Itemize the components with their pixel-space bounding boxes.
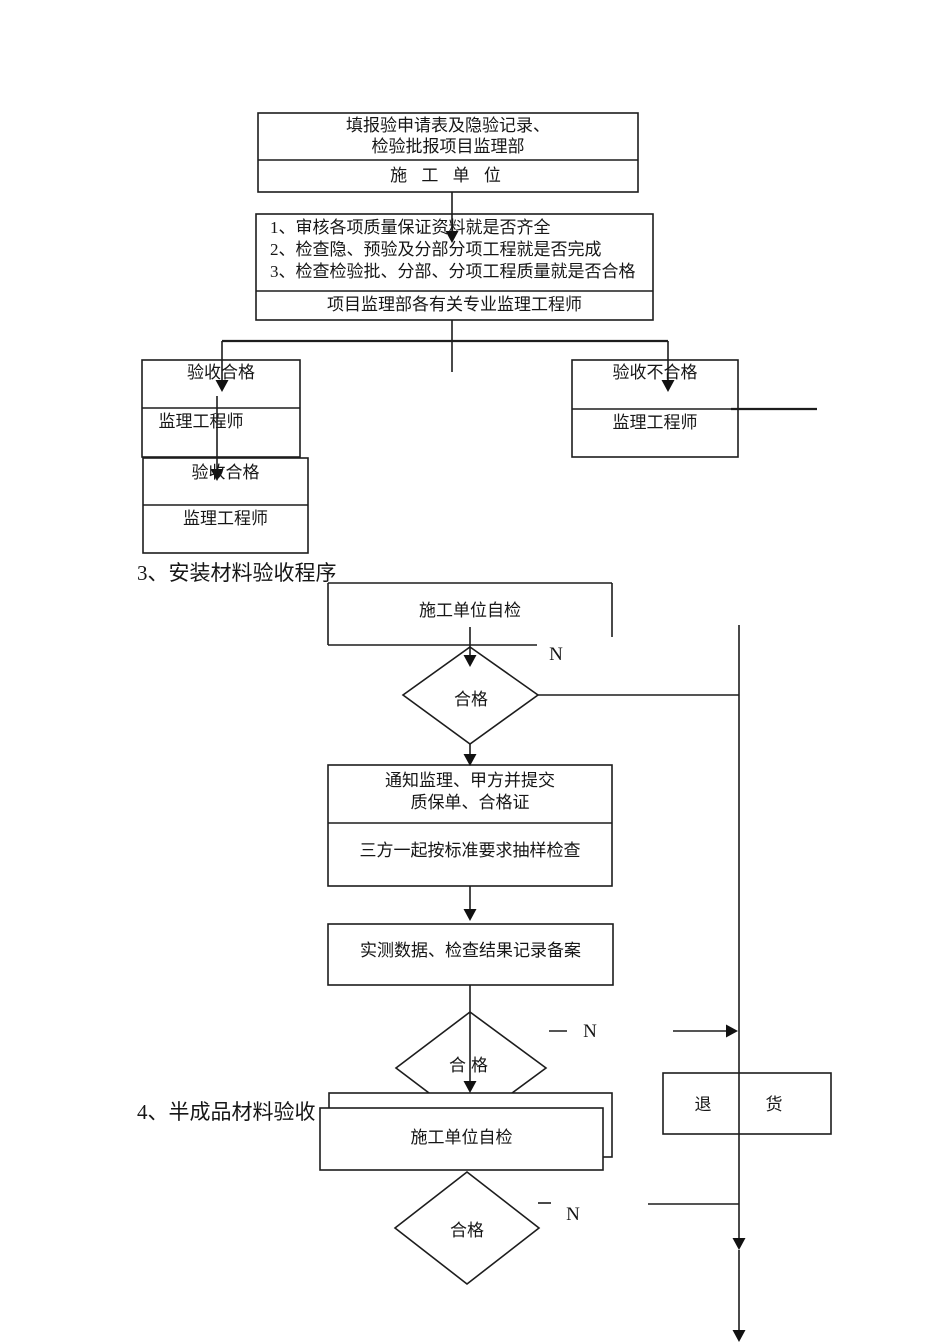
- box-pass-upper-title: 验收合格: [187, 363, 255, 383]
- diamond-pass-3-label: 合格: [450, 1221, 484, 1241]
- review-item-2: 2、检查隐、预验及分部分项工程就是否完成: [270, 240, 602, 260]
- heading-semifinished-materials: 4、半成品材料验收: [137, 1100, 316, 1124]
- rail-line: [732, 625, 746, 1342]
- box-fail-footer: 监理工程师: [612, 413, 698, 433]
- box-self-check-1: [327, 582, 613, 646]
- review-item-1: 1、审核各项质量保证资料就是否齐全: [270, 218, 551, 238]
- review-item-3: 3、检查检验批、分部、分项工程质量就是否合格: [270, 262, 636, 282]
- box-report-footer: 施 工 单 位: [390, 166, 506, 186]
- diamond-pass-1-label: 合格: [454, 690, 488, 710]
- box-pass-lower-footer: 监理工程师: [183, 509, 268, 529]
- arrow-report-to-review: [445, 192, 459, 243]
- arrow-to-pass-upper: [215, 341, 229, 392]
- box-report-line1: 填报验申请表及隐验记录、: [346, 116, 550, 136]
- box-record-label: 实测数据、检查结果记录备案: [360, 941, 581, 961]
- branch-no-label-2: N: [583, 1021, 597, 1043]
- arrow-selfcheck1-to-diamond: [463, 627, 477, 667]
- box-return-label-right: 货: [765, 1095, 783, 1115]
- box-self-check-2-label: 施工单位自检: [410, 1128, 513, 1148]
- arrow-record-to-selfcheck2: [463, 985, 477, 1093]
- branch-no-label-3: N: [566, 1204, 580, 1226]
- diamond-pass-3: [393, 1170, 541, 1286]
- review-footer: 项目监理部各有关专业监理工程师: [327, 295, 582, 315]
- heading-installation-materials: 3、安装材料验收程序: [137, 561, 337, 585]
- box-return-label-left: 退: [694, 1095, 712, 1115]
- box-self-check-2-front: [319, 1107, 604, 1171]
- diamond-pass-2-label: 合格: [449, 1056, 493, 1076]
- box-notify-line2: 质保单、合格证: [410, 793, 530, 813]
- arrow-diamond1-to-notify: [463, 744, 477, 766]
- box-report: [257, 112, 639, 193]
- box-notify-line1: 通知监理、甲方并提交: [385, 771, 555, 791]
- box-report-line2: 检验批报项目监理部: [371, 137, 525, 157]
- arrow-notify-to-record: [463, 886, 477, 921]
- box-fail-title: 验收不合格: [612, 363, 698, 383]
- box-pass-lower-title: 验收合格: [191, 463, 260, 483]
- arrow-to-fail: [661, 341, 675, 392]
- box-self-check-1-label: 施工单位自检: [419, 601, 521, 621]
- box-return: [662, 1072, 832, 1135]
- arrow-no2-to-rail: [673, 1024, 738, 1038]
- arrow-to-pass-lower: [210, 396, 224, 481]
- branch-no-label-1: N: [549, 644, 563, 666]
- box-pass-upper-footer: 监理工程师: [158, 412, 244, 432]
- box-notify-footer: 三方一起按标准要求抽样检查: [359, 841, 581, 861]
